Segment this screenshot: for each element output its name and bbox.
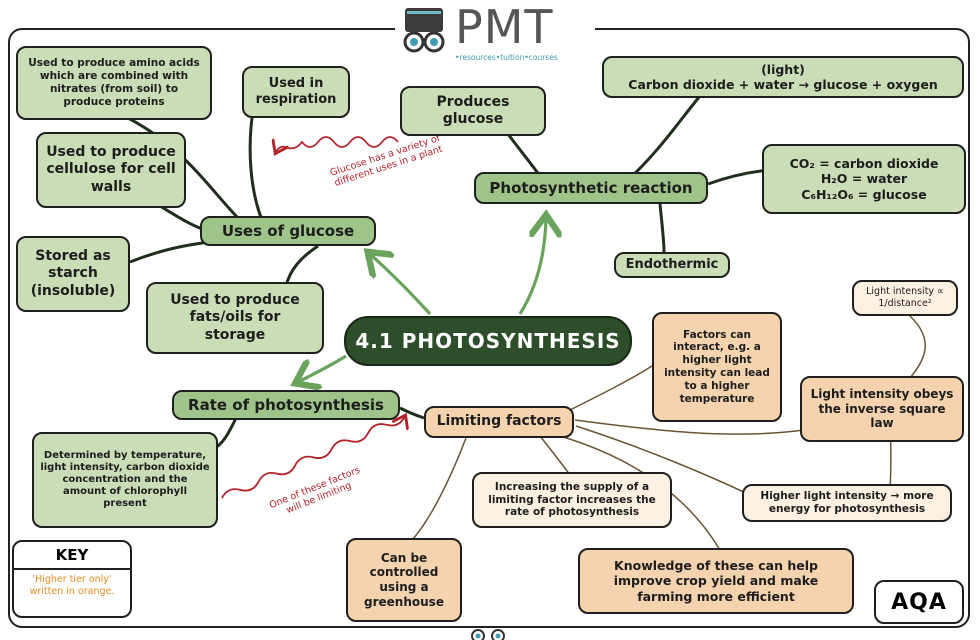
node-cellulose: Used to produce cellulose for cell walls (36, 132, 186, 208)
node-inverse-square-law: Light intensity obeys the inverse square… (800, 376, 964, 442)
node-crop-yield: Knowledge of these can help improve crop… (578, 548, 854, 614)
logo-brand: PMT (455, 0, 554, 54)
link-equation (628, 95, 702, 180)
node-formulae: CO₂ = carbon dioxide H₂O = water C₆H₁₂O₆… (762, 144, 966, 214)
node-inverse-formula: Light intensity ∝ 1/distance² (852, 280, 958, 316)
link-inverse-formula (909, 315, 926, 379)
link-interact (569, 365, 653, 411)
key-title: KEY (14, 542, 130, 570)
node-factors-interact: Factors can interact, e.g. a higher ligh… (652, 312, 782, 422)
arrow-limiting-note (221, 413, 406, 499)
legend-key: KEY 'Higher tier only' written in orange… (12, 540, 132, 618)
exam-board-badge: AQA (874, 580, 964, 624)
formula-glucose: C₆H₁₂O₆ = glucose (801, 186, 927, 202)
logo-tagline: •resources•tuition•courses (455, 53, 558, 62)
link-cellulose (159, 204, 206, 232)
node-equation: (light) Carbon dioxide + water → glucose… (602, 56, 964, 98)
node-rate-of-photosynthesis: Rate of photosynthesis (172, 390, 400, 420)
link-increasing (539, 435, 571, 476)
node-higher-light-intensity: Higher light intensity → more energy for… (742, 484, 952, 522)
equation-text: Carbon dioxide + water → glucose + oxyge… (628, 77, 938, 92)
link-amino (114, 110, 242, 222)
link-inverse (574, 419, 805, 435)
node-greenhouse: Can be controlled using a greenhouse (346, 538, 462, 622)
arrow-to-rate (298, 354, 347, 382)
owl-icon (403, 8, 445, 53)
node-increasing-supply: Increasing the supply of a limiting fact… (472, 472, 672, 528)
formula-co2: CO₂ = carbon dioxide (789, 156, 939, 172)
link-respiration (248, 117, 264, 221)
node-center-photosynthesis: 4.1 PHOTOSYNTHESIS (344, 316, 632, 366)
owl-eyes-icon (471, 629, 505, 640)
link-rate-limiting (399, 406, 425, 420)
link-greenhouse (411, 437, 467, 541)
formula-h2o: H₂O = water (820, 171, 908, 187)
link-produces (506, 133, 542, 177)
link-fats (284, 244, 319, 287)
link-starch (129, 240, 211, 264)
arrow-to-uses (370, 254, 432, 316)
node-respiration: Used in respiration (242, 66, 350, 118)
arrow-to-reaction (518, 218, 546, 315)
link-endothermic (658, 203, 666, 253)
link-formulae (707, 168, 769, 186)
node-uses-of-glucose: Uses of glucose (200, 216, 376, 246)
node-endothermic: Endothermic (614, 252, 730, 278)
node-produces-glucose: Produces glucose (400, 86, 546, 136)
node-photosynthetic-reaction: Photosynthetic reaction (474, 172, 708, 204)
node-fats-oils: Used to produce fats/oils for storage (146, 282, 324, 354)
node-limiting-factors: Limiting factors (424, 406, 574, 438)
key-text: 'Higher tier only' written in orange. (29, 574, 115, 598)
node-starch: Stored as starch (insoluble) (16, 236, 130, 312)
node-amino-acids: Used to produce amino acids which are co… (16, 46, 212, 120)
pmt-logo: PMT •resources•tuition•courses (395, 0, 595, 64)
equation-light-label: (light) (761, 61, 805, 77)
node-determined-by: Determined by temperature, light intensi… (32, 432, 218, 528)
arrow-glucose-note (276, 136, 399, 152)
